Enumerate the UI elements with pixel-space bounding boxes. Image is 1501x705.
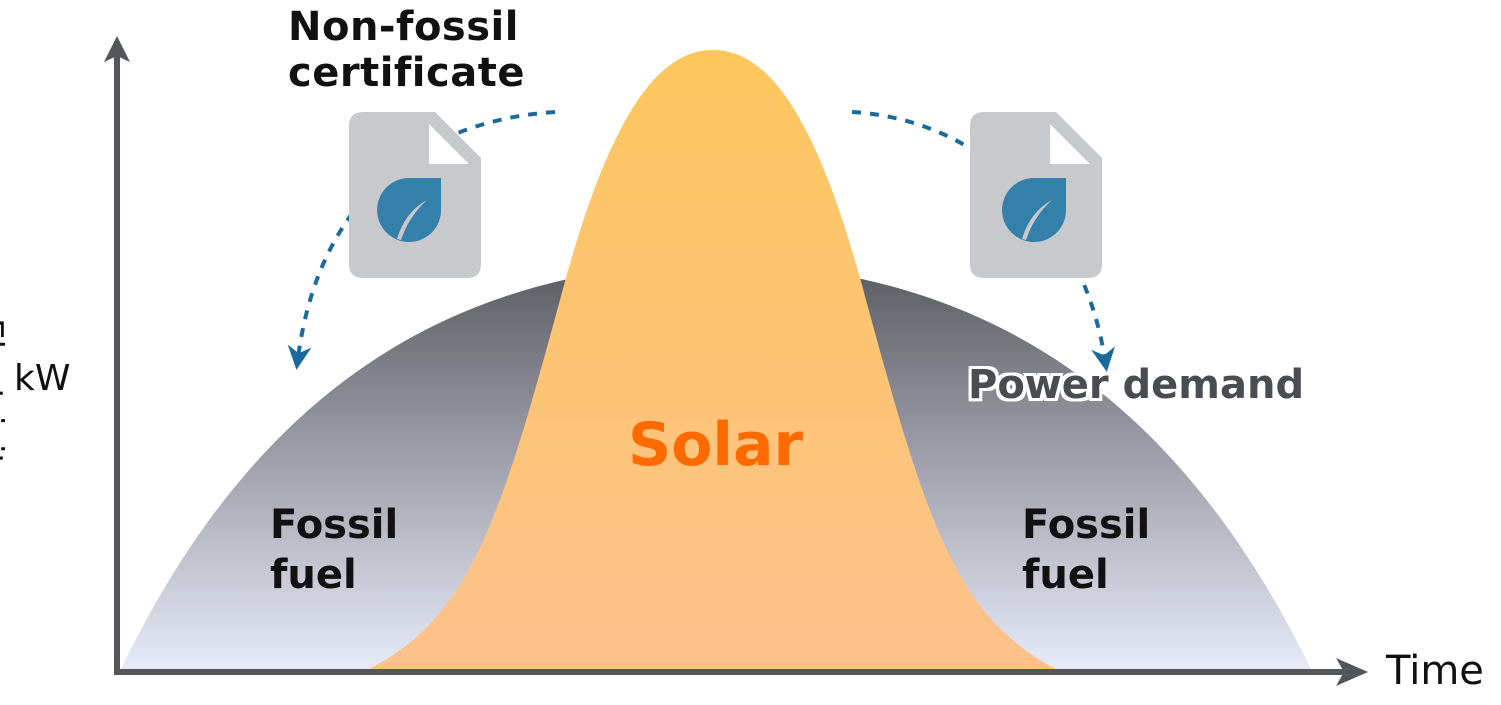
y-axis-unit: kW <box>14 358 71 399</box>
y-axis-label: Electricity consumption <box>0 318 10 487</box>
non-fossil-certificate-title: Non-fossil certificate <box>288 4 525 96</box>
solar-label: Solar <box>628 410 804 480</box>
y-axis-arrowhead <box>104 36 130 62</box>
leaf-icon <box>1002 178 1066 242</box>
certificate-leaf-icon <box>970 112 1102 278</box>
x-axis-arrowhead <box>1336 658 1368 686</box>
solar-area <box>365 50 1060 671</box>
fossil-fuel-right-label: Fossil fuel <box>1022 502 1151 598</box>
certificate-leaf-icon <box>349 112 481 278</box>
x-axis-label: Time <box>1386 648 1484 694</box>
fossil-fuel-left-label: Fossil fuel <box>270 502 399 598</box>
dotted-arrow-right <box>851 110 1116 372</box>
power-demand-label: Power demand <box>968 362 1305 408</box>
leaf-icon <box>377 178 441 242</box>
